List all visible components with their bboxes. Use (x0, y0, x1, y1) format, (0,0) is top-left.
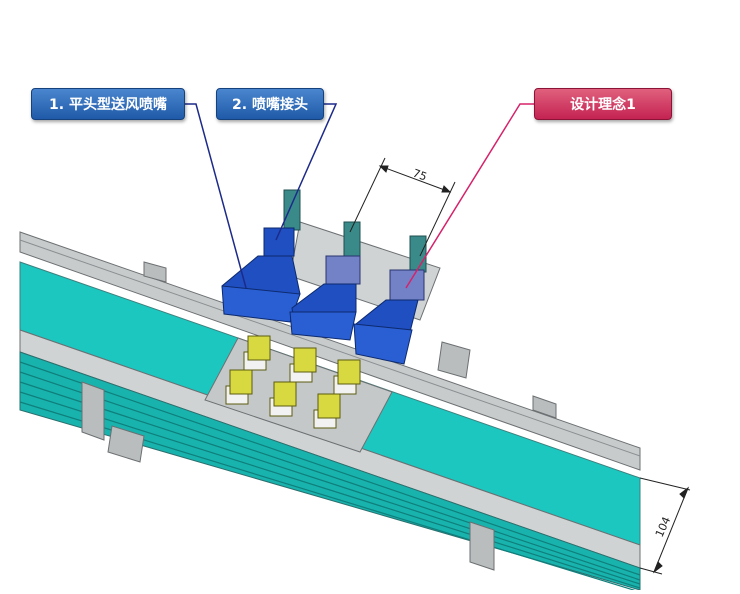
label-nozzle-type: 1. 平头型送风喷嘴 (31, 88, 185, 120)
dimension-spacing (349, 157, 456, 257)
dimension-width-label: 104 (653, 515, 673, 539)
component-5 (269, 381, 297, 417)
back-rail (19, 231, 641, 471)
dimension-spacing-label: 75 (411, 167, 429, 184)
label-nozzle-joint: 2. 喷嘴接头 (216, 88, 324, 120)
nozzle-left (221, 189, 301, 323)
component-6 (313, 393, 341, 429)
component-2 (289, 347, 317, 383)
support-brackets (81, 261, 557, 571)
component-1 (243, 335, 271, 371)
leader-nozzle-joint (275, 103, 338, 241)
yellow-components (225, 335, 361, 429)
leader-nozzle-type (183, 103, 247, 289)
dimension-width (639, 477, 691, 575)
component-4 (225, 369, 253, 405)
component-3 (333, 359, 361, 395)
label-design-concept: 设计理念1 (534, 88, 672, 120)
back-rail-edge (19, 239, 641, 457)
nozzle-middle (289, 221, 361, 341)
leader-design-concept (405, 103, 534, 289)
